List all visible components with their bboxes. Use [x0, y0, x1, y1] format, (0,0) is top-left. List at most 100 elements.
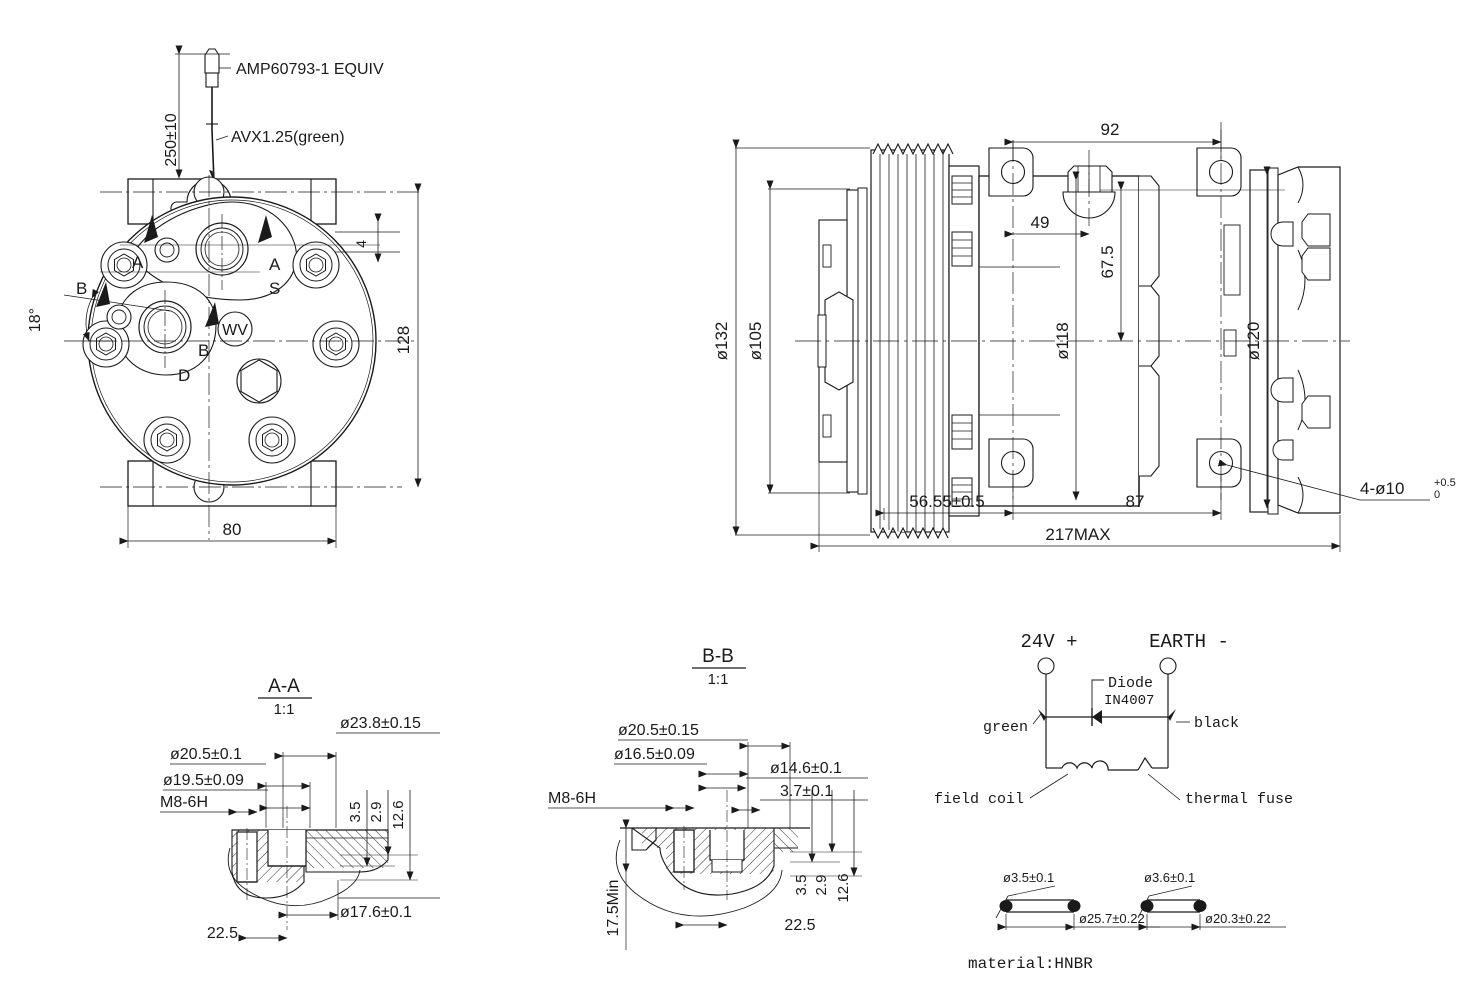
dim-front-to-rear-mount-87: 87	[1004, 475, 1222, 520]
dim-bb-pitch: 22.5	[675, 917, 816, 934]
field-coil-symbol	[1061, 760, 1109, 771]
dim-lead-length: 250±10	[163, 45, 230, 179]
diode-label: Diode	[1108, 675, 1153, 692]
o-ring-2-inner-dia: ø20.3±0.22	[1205, 911, 1271, 926]
section-a-a: A-A 1:1 ø23.8±0.15	[160, 676, 440, 942]
dim-width-80-text: 80	[223, 520, 242, 539]
callout-connector-text: AMP60793-1 EQUIV	[236, 61, 384, 78]
dim-bb-bore2: ø20.5±0.15	[618, 722, 791, 828]
dim-mount-to-port-49-text: 49	[1031, 213, 1050, 232]
dim-pulley-inner-dia-text: ø105	[746, 322, 765, 361]
terminal-positive-label: 24V +	[1020, 631, 1077, 653]
o-ring-material-label: material:HNBR	[968, 955, 1093, 973]
dim-bb-depths: 3.5 2.9 12.6	[790, 790, 862, 903]
dim-bb-bore1-text: ø16.5±0.09	[614, 746, 695, 763]
dim-bb-thread: M8-6H	[548, 790, 695, 812]
side-view: ø132 ø105 ø118 ø120 92 49	[712, 120, 1456, 552]
label-suction: S	[269, 279, 280, 298]
dim-bb-bore2-text: ø20.5±0.15	[618, 722, 699, 739]
dim-bb-bore4: 3.7±0.1	[731, 783, 868, 814]
wiring-conductors	[1045, 674, 1169, 771]
dim-aa-depth1-text: 3.5	[347, 802, 364, 823]
terminal-negative-label: EARTH -	[1149, 631, 1229, 653]
dim-mount-span-92: 92	[1004, 120, 1222, 160]
dim-bb-pitch-text: 22.5	[784, 917, 815, 934]
valve-mark-circle	[217, 311, 253, 347]
dim-height-128: 128	[394, 183, 422, 488]
dim-aa-thread: M8-6H	[160, 794, 258, 816]
dim-bb-bore3-text: ø14.6±0.1	[770, 760, 842, 777]
dim-aa-depth3-text: 12.6	[390, 800, 407, 829]
wiring-labels: green black field coil thermal fuse	[934, 709, 1293, 808]
o-ring-2: ø3.6±0.1 ø20.3±0.22	[1137, 870, 1286, 931]
o-ring-details: ø3.5±0.1 ø25.7±0.22 ø3.6±0.1 ø20.3±0.22 …	[968, 870, 1286, 973]
dim-rear-head-dia-text: ø120	[1244, 322, 1263, 361]
dim-offset-4-text: 4	[353, 240, 369, 248]
dim-mount-span-92-text: 92	[1101, 120, 1120, 139]
dim-bb-bore4-text: 3.7±0.1	[780, 783, 833, 800]
section-a-a-title: A-A	[268, 676, 300, 697]
dim-bb-depth3-text: 12.6	[835, 873, 852, 902]
dim-aa-pitch: 22.5	[207, 925, 288, 942]
section-a-a-geometry	[227, 806, 389, 930]
section-b-b: B-B 1:1 ø20.5±0.15	[548, 646, 868, 950]
dim-bb-bore3: ø14.6±0.1	[698, 760, 868, 792]
wire-positive-label: green	[983, 719, 1028, 736]
dim-bb-thread-text: M8-6H	[548, 790, 596, 807]
section-arrows: A A S B B D	[76, 215, 281, 385]
label-section-a-bottom: A	[269, 255, 281, 274]
callout-connector: AMP60793-1 EQUIV	[219, 61, 384, 78]
front-view: 250±10 AMP60793-1 EQUIV AVX1.25(green)	[27, 45, 422, 548]
label-section-b-bottom: B	[198, 341, 209, 360]
dim-aa-bore2-text: ø20.5±0.1	[170, 746, 242, 763]
dim-offset-4: 4	[335, 213, 400, 263]
dim-bb-depth2-text: 2.9	[813, 875, 830, 896]
dim-bb-min-height-text: 17.5Min	[605, 880, 622, 937]
thermal-fuse-symbol	[1137, 756, 1153, 771]
section-a-a-scale: 1:1	[274, 701, 295, 718]
dim-bb-depth1-text: 3.5	[793, 875, 810, 896]
label-discharge: D	[178, 366, 190, 385]
callout-wire-text: AVX1.25(green)	[231, 129, 345, 146]
label-section-a-top: A	[132, 253, 144, 272]
dim-aa-bore1-text: ø19.5±0.09	[163, 772, 244, 789]
front-centerlines	[88, 175, 420, 540]
valve-mark-label: WV	[222, 322, 248, 339]
terminal-positive-node	[1037, 657, 1055, 675]
dim-center-to-mount-675-text: 67.5	[1098, 245, 1117, 278]
section-b-b-scale: 1:1	[708, 671, 729, 688]
dim-rear-head-dia: ø120	[1244, 166, 1271, 509]
dim-aa-depth2-text: 2.9	[368, 802, 385, 823]
dim-center-to-mount-675: 67.5	[1098, 181, 1285, 342]
section-b-b-title: B-B	[702, 646, 734, 667]
dim-pulley-outer-dia-text: ø132	[712, 322, 731, 361]
o-ring-1-cord-dia: ø3.5±0.1	[1003, 870, 1054, 885]
wire-negative-label: black	[1194, 715, 1239, 732]
dim-aa-bore3-text: ø23.8±0.15	[340, 715, 421, 732]
dim-aa-pitch-text: 22.5	[207, 925, 238, 942]
dim-mount-to-port-49: 49	[1004, 213, 1090, 238]
field-coil-label: field coil	[934, 791, 1024, 808]
dim-overall-length-217: 217MAX	[810, 462, 1341, 552]
dim-bb-min-height: 17.5Min	[605, 819, 630, 950]
thermal-fuse-label: thermal fuse	[1185, 791, 1293, 808]
dim-mount-holes-tol-upper: +0.5	[1434, 477, 1456, 489]
dim-angle-18: 18°	[27, 288, 171, 342]
dim-mount-holes-tol-lower: 0	[1434, 489, 1440, 501]
dim-aa-thread-text: M8-6H	[160, 794, 208, 811]
dim-lead-length-text: 250±10	[163, 113, 180, 166]
dim-angle-18-text: 18°	[27, 308, 44, 332]
label-section-b-top: B	[76, 279, 87, 298]
dim-body-dia-text: ø118	[1053, 322, 1072, 360]
dim-pulley-inner-dia: ø105	[746, 180, 850, 494]
dim-aa-bore4-text: ø17.6±0.1	[340, 904, 412, 921]
dim-bb-bore1: ø16.5±0.09	[614, 746, 749, 778]
terminal-negative-node	[1159, 657, 1177, 675]
dim-pulley-outer-dia: ø132	[712, 139, 870, 536]
dim-aa-bore3: ø23.8±0.15	[274, 715, 440, 828]
dim-mount-holes: 4-ø10 +0.5 0	[1217, 459, 1456, 501]
dim-aa-bore4: ø17.6±0.1	[278, 880, 440, 921]
callout-wire: AVX1.25(green)	[215, 129, 345, 146]
